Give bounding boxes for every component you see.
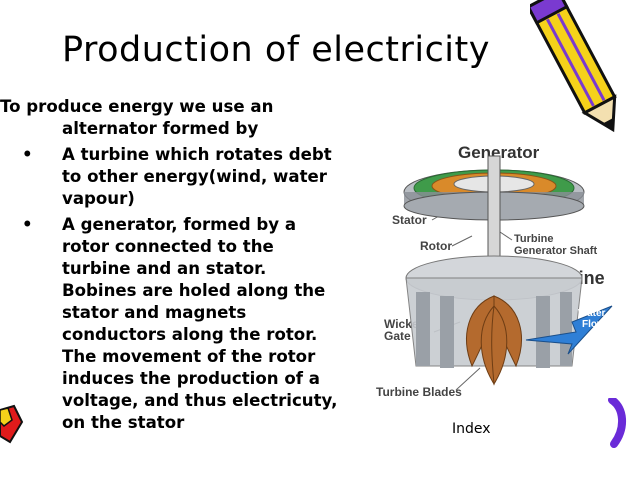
- bullet-line: Bobines are holed along the: [62, 281, 326, 300]
- bullet-line: voltage, and thus electricuty,: [62, 391, 338, 410]
- intro-line: To produce energy we use an: [0, 97, 274, 116]
- label-shaft-1: Turbine: [514, 233, 554, 245]
- crayon-icon: [0, 404, 24, 444]
- bullet-line: A generator, formed by a: [62, 215, 297, 234]
- pencil-icon: [530, 0, 617, 133]
- bullet-line: vapour): [62, 189, 135, 208]
- bullet-line: induces the production of a: [62, 369, 320, 388]
- bullet-line: The movement of the rotor: [62, 347, 316, 366]
- purple-crayon-icon: [608, 398, 626, 448]
- intro-line: alternator formed by: [62, 119, 259, 138]
- bullet-line: A turbine which rotates debt: [62, 145, 332, 164]
- slide-title: Production of electricity: [62, 30, 490, 70]
- label-water-2: Flow: [582, 319, 605, 330]
- bullet-line: on the stator: [62, 413, 185, 432]
- bullet-line: stator and magnets: [62, 303, 247, 322]
- image-caption: Index: [452, 421, 491, 437]
- intro-paragraph: To produce energy we use an alternator f…: [0, 96, 372, 140]
- label-wicket-2: Gate: [384, 329, 411, 343]
- bullet-turbine: • A turbine which rotates debt to other …: [0, 144, 372, 210]
- bullet-generator: • A generator, formed by a rotor connect…: [0, 214, 372, 434]
- bullet-symbol: •: [22, 145, 33, 164]
- turbine-generator-diagram: Generator Stator Rotor Turbine Generator…: [376, 143, 613, 399]
- slide-body: To produce energy we use an alternator f…: [0, 96, 372, 434]
- label-blades: Turbine Blades: [376, 385, 462, 399]
- label-water-1: Water: [578, 308, 606, 319]
- bullet-line: conductors along the rotor.: [62, 325, 318, 344]
- label-rotor: Rotor: [420, 239, 452, 253]
- bullet-line: turbine and an stator.: [62, 259, 267, 278]
- bullet-symbol: •: [22, 215, 33, 234]
- bullet-line: rotor connected to the: [62, 237, 274, 256]
- label-stator: Stator: [392, 213, 427, 227]
- label-generator: Generator: [458, 143, 540, 162]
- bullet-line: to other energy(wind, water: [62, 167, 327, 186]
- label-shaft-2: Generator Shaft: [514, 245, 597, 257]
